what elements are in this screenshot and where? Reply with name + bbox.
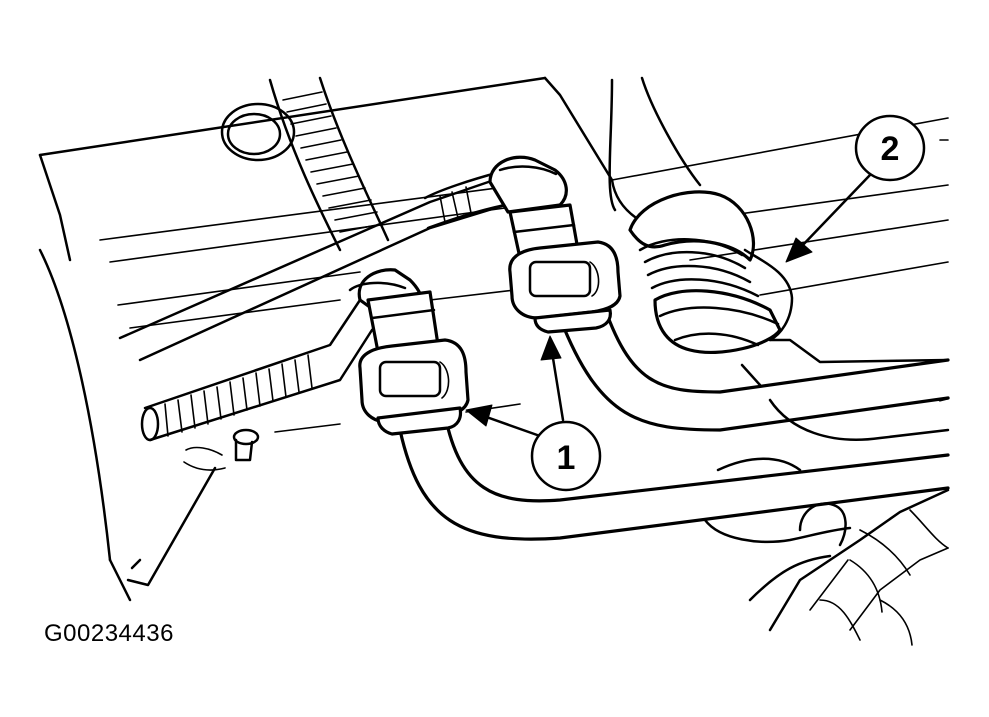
callout-2: 2 bbox=[854, 114, 926, 182]
engine-body-outline bbox=[38, 76, 949, 602]
quick-connect-fitting-upper bbox=[488, 155, 622, 334]
large-hose-fitting bbox=[608, 76, 950, 387]
callout-1: 1 bbox=[530, 420, 602, 492]
callout-1-arrows bbox=[465, 335, 565, 438]
fuel-line-upper bbox=[558, 298, 950, 432]
lower-bracket bbox=[703, 398, 950, 646]
fuel-tube-upper-left bbox=[118, 170, 507, 362]
svg-text:1: 1 bbox=[557, 439, 576, 477]
corrugated-hose-lower bbox=[140, 298, 374, 442]
figure-code: G00234436 bbox=[44, 620, 174, 647]
svg-text:2: 2 bbox=[881, 130, 900, 168]
fuel-line-lower bbox=[398, 413, 950, 541]
bolt bbox=[183, 428, 260, 471]
callout-2-arrow bbox=[785, 173, 872, 263]
quick-connect-fitting-lower bbox=[348, 268, 470, 436]
